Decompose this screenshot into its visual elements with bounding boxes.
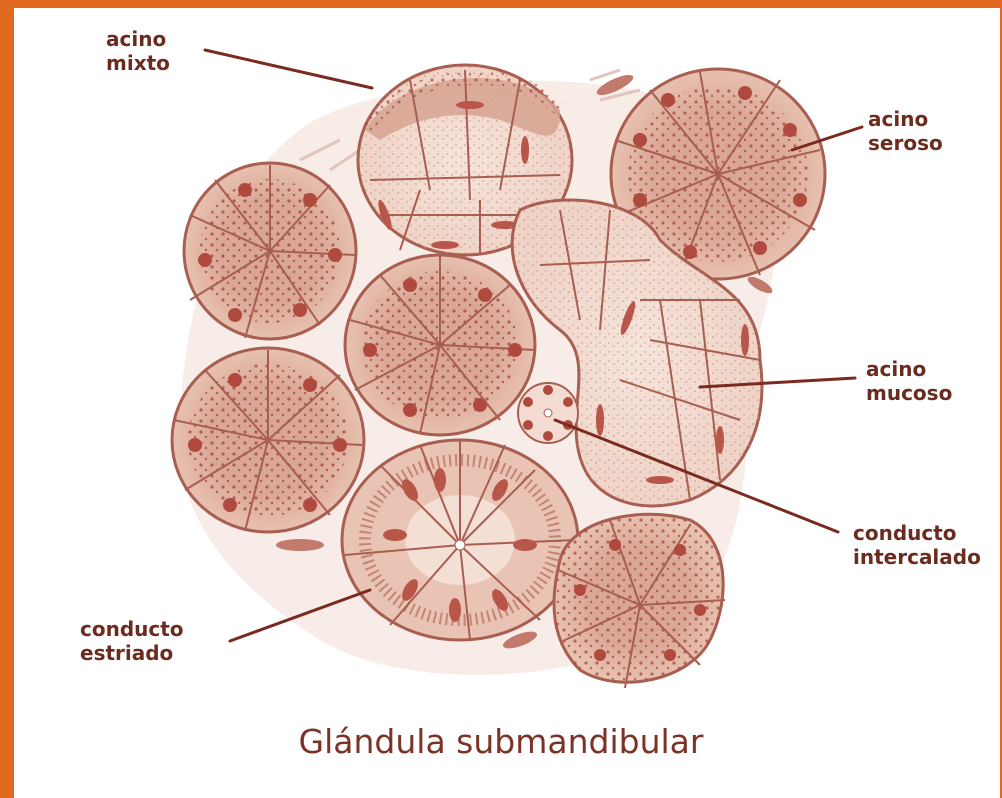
label-conducto-estriado-line2: estriado	[80, 641, 184, 665]
label-conducto-intercalado-line2: intercalado	[853, 545, 981, 569]
acino-seroso-center	[345, 255, 535, 435]
label-conducto-estriado-line1: conducto	[80, 617, 184, 641]
label-conducto-intercalado-line1: conducto	[853, 521, 981, 545]
label-acino-seroso: acino seroso	[868, 107, 943, 155]
acino-seroso-bottom-right	[554, 514, 725, 688]
label-acino-mucoso: acino mucoso	[866, 357, 952, 405]
label-acino-mixto-line1: acino	[106, 27, 170, 51]
figure-caption: Glándula submandibular	[0, 720, 1002, 764]
conducto-intercalado-structure	[518, 383, 578, 443]
acino-seroso-left-lower	[172, 348, 364, 532]
leader-acino-mixto	[205, 50, 372, 88]
label-acino-mixto: acino mixto	[106, 27, 170, 75]
label-acino-seroso-line1: acino	[868, 107, 943, 131]
label-conducto-estriado: conducto estriado	[80, 617, 184, 665]
acino-seroso-left-upper	[184, 163, 356, 339]
conducto-estriado-structure	[342, 440, 578, 640]
label-acino-mucoso-line2: mucoso	[866, 381, 952, 405]
label-acino-seroso-line2: seroso	[868, 131, 943, 155]
label-acino-mucoso-line1: acino	[866, 357, 952, 381]
label-acino-mixto-line2: mixto	[106, 51, 170, 75]
label-conducto-intercalado: conducto intercalado	[853, 521, 981, 569]
